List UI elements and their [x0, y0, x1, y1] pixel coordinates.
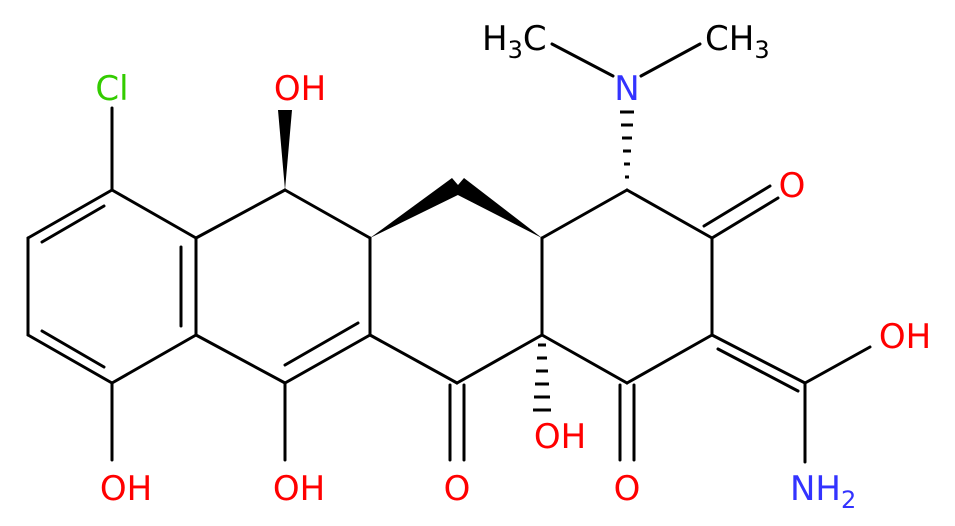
- methyl-label: H3C: [482, 19, 547, 64]
- amine-label: NH2: [790, 469, 856, 514]
- bond: [40, 329, 106, 369]
- hydroxyl-label: OH: [100, 469, 152, 509]
- bond: [540, 333, 629, 385]
- nitrogen-label: N: [614, 69, 639, 109]
- bond: [639, 42, 702, 78]
- methyl-label: CH3: [705, 19, 770, 64]
- bond: [283, 188, 372, 240]
- bond: [110, 333, 198, 385]
- hydroxyl-label: OH: [534, 417, 586, 457]
- oxygen-label: O: [779, 166, 806, 206]
- wedge-bond: [452, 178, 542, 238]
- bond: [110, 188, 198, 240]
- bond: [368, 333, 459, 385]
- bond: [540, 188, 629, 240]
- bonds: [26, 42, 872, 464]
- chlorine-label: Cl: [95, 69, 128, 109]
- wedge-bond: [278, 110, 292, 190]
- hashed-bond: [533, 343, 551, 412]
- bond: [625, 188, 714, 240]
- bond: [194, 333, 287, 385]
- oxygen-label: O: [614, 469, 641, 509]
- hydroxyl-label: OH: [273, 469, 325, 509]
- bond: [283, 333, 372, 385]
- bond: [710, 333, 807, 385]
- bond: [716, 347, 800, 393]
- bond: [194, 188, 287, 240]
- bond: [550, 42, 615, 78]
- hashed-bond: [620, 110, 634, 179]
- hydroxyl-label: OH: [879, 317, 931, 357]
- atom-labels: Cl OH OH OH OH OH O O O N H3C CH3 NH2: [95, 19, 931, 514]
- bond: [625, 333, 714, 385]
- bond: [455, 333, 544, 385]
- bond: [40, 204, 106, 244]
- bond: [803, 345, 872, 385]
- hydroxyl-label: OH: [274, 69, 326, 109]
- bond: [283, 321, 360, 367]
- wedge-bond: [370, 178, 464, 238]
- bond: [26, 333, 114, 385]
- bond: [710, 196, 780, 240]
- bond: [702, 184, 772, 228]
- oxygen-label: O: [444, 469, 471, 509]
- bond: [26, 188, 114, 240]
